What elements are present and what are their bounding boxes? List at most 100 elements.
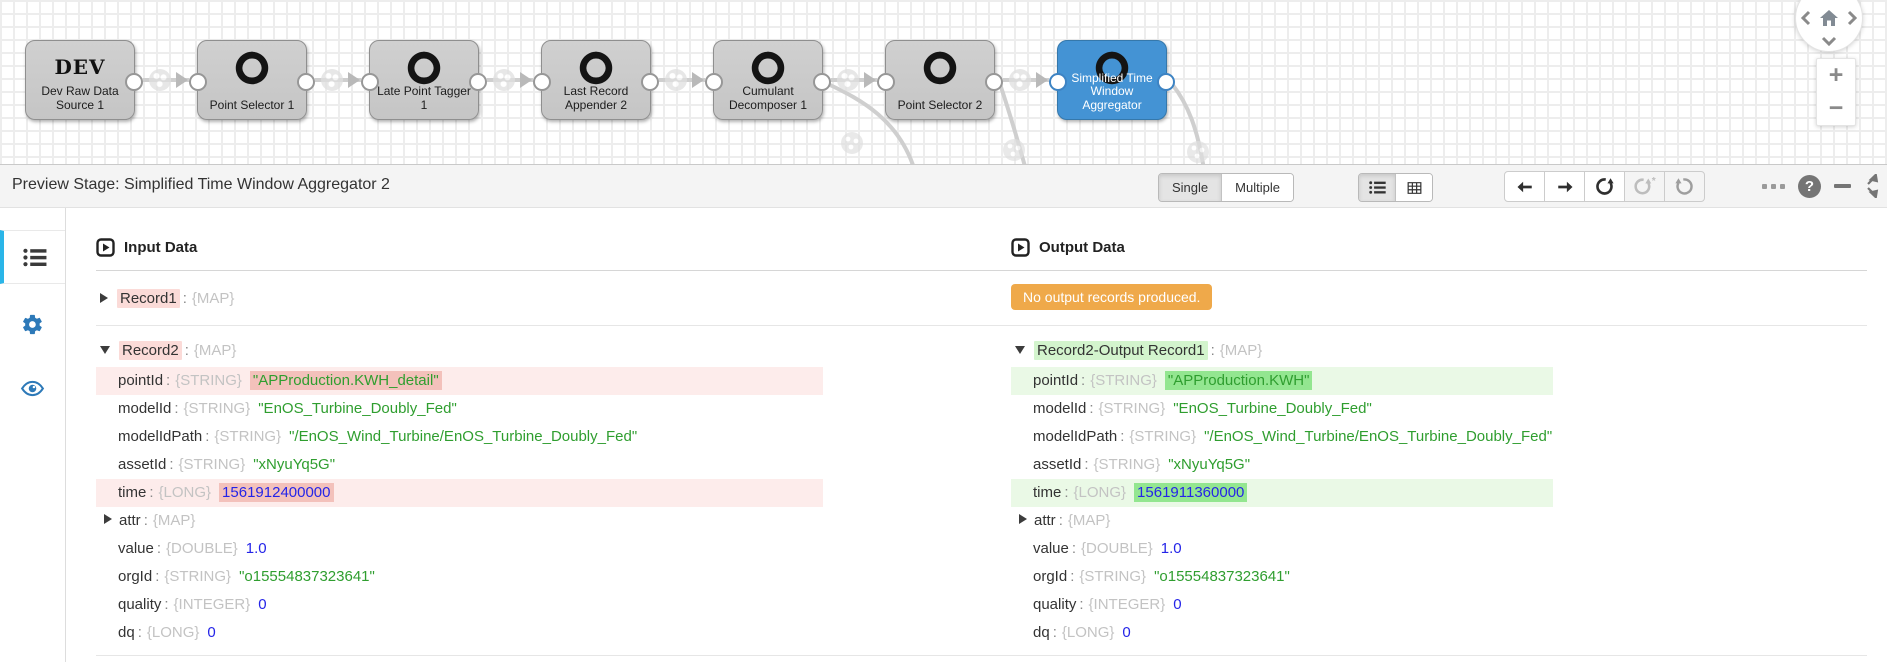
stage-logo-icon: [235, 51, 269, 85]
output-data-header: Output Data: [1011, 238, 1867, 257]
field-name: pointId: [118, 372, 164, 389]
stage-node-cumulant-decomposer-1[interactable]: Cumulant Decomposer 1: [705, 40, 831, 120]
colon: :: [1210, 341, 1215, 359]
input-port: [361, 73, 379, 91]
field-value: 1.0: [1160, 540, 1182, 557]
canvas-pan-control[interactable]: [1795, 0, 1863, 52]
edge-inspect-ball: [1003, 139, 1025, 161]
link-inspect-ball-icon[interactable]: [1009, 69, 1031, 91]
preview-body: Input Data Output Data Record1:{MAP}: [0, 208, 1887, 662]
stage-node-last-record-appender-2[interactable]: Last Record Appender 2: [533, 40, 659, 120]
expand-toggle-icon[interactable]: [104, 514, 112, 524]
link-inspect-ball-icon[interactable]: [321, 69, 343, 91]
field-row-value: value:{DOUBLE}1.0: [1011, 535, 1867, 563]
field-type: {LONG}: [146, 624, 200, 641]
field-name: value: [118, 540, 154, 557]
revert-changes-button[interactable]: [1664, 171, 1705, 202]
output-port: [641, 73, 659, 91]
stage-node-late-point-tagger-1[interactable]: Late Point Tagger 1: [361, 40, 487, 120]
colon: :: [1081, 372, 1086, 389]
stage-node-point-selector-2[interactable]: Point Selector 2: [877, 40, 1003, 120]
output-port: [985, 73, 1003, 91]
pan-left-icon[interactable]: [1801, 10, 1811, 26]
field-name: assetId: [1033, 456, 1082, 473]
input-port: [705, 73, 723, 91]
field-type: {LONG}: [1061, 624, 1115, 641]
field-row-pointid: pointId:{STRING}"APProduction.KWH_detail…: [96, 367, 823, 395]
zoom-in-button[interactable]: +: [1828, 61, 1844, 89]
next-stage-button[interactable]: [1544, 171, 1585, 202]
stage-node-label: Point Selector 1: [209, 98, 295, 113]
field-row-assetid: assetId:{STRING}"xNyuYq5G": [1011, 451, 1867, 479]
output-port: [813, 73, 831, 91]
output-port: [469, 73, 487, 91]
refresh-new-icon: *: [1633, 176, 1655, 195]
multiple-mode-button[interactable]: Multiple: [1222, 174, 1293, 201]
field-name: attr: [1034, 512, 1056, 529]
field-name: assetId: [118, 456, 167, 473]
help-icon[interactable]: ?: [1798, 174, 1821, 198]
field-row-dq: dq:{LONG}0: [96, 619, 981, 647]
field-type: {MAP}: [152, 512, 196, 529]
record-band-2: Record2:{MAP}pointId:{STRING}"APProducti…: [96, 326, 1867, 656]
expand-toggle-icon[interactable]: [1019, 514, 1027, 524]
list-view-button[interactable]: [1359, 174, 1396, 201]
eye-icon: [20, 380, 45, 396]
home-icon[interactable]: [1819, 9, 1839, 27]
link-inspect-ball-icon[interactable]: [149, 69, 171, 91]
record-type: {MAP}: [1219, 341, 1263, 359]
field-name: orgId: [1033, 568, 1068, 585]
link-arrowhead-icon: [692, 72, 704, 88]
colon: :: [137, 624, 142, 641]
pan-right-icon[interactable]: [1847, 10, 1857, 26]
stage-logo-icon: [407, 51, 441, 85]
pan-down-icon[interactable]: [1821, 36, 1837, 46]
collapse-toggle-icon[interactable]: [100, 346, 110, 354]
sidebar-tab-configuration[interactable]: [0, 300, 65, 348]
expand-toggle-icon[interactable]: [100, 293, 108, 303]
field-row-assetid: assetId:{STRING}"xNyuYq5G": [96, 451, 981, 479]
zoom-out-button[interactable]: −: [1828, 94, 1844, 122]
record-name: Record2: [119, 340, 182, 360]
previous-stage-button[interactable]: [1504, 171, 1545, 202]
rerun-with-changes-button[interactable]: *: [1624, 171, 1665, 202]
input-port: [877, 73, 895, 91]
stage-node-simplified-time-window-aggregator[interactable]: Simplified Time Window Aggregator: [1049, 40, 1175, 120]
more-options-icon[interactable]: [1762, 183, 1785, 189]
link-inspect-ball-icon[interactable]: [837, 69, 859, 91]
collapse-toggle-icon[interactable]: [1015, 346, 1025, 354]
sidebar-tab-preview[interactable]: [0, 364, 65, 412]
field-row-time: time:{LONG}1561912400000: [96, 479, 823, 507]
minimize-icon[interactable]: [1834, 184, 1851, 188]
stage-node-point-selector-1[interactable]: Point Selector 1: [189, 40, 315, 120]
expand-panel-icon[interactable]: [1864, 174, 1879, 198]
preview-nav-group[interactable]: *: [1504, 171, 1705, 202]
colon: :: [156, 540, 162, 557]
output-port: [1157, 73, 1175, 91]
zoom-panel[interactable]: + −: [1816, 58, 1856, 126]
stage-logo-icon: [1095, 51, 1129, 85]
output-port: [297, 73, 315, 91]
view-mode-toggle[interactable]: [1358, 173, 1433, 202]
table-view-button[interactable]: [1396, 174, 1432, 201]
field-type: {STRING}: [1079, 568, 1147, 585]
field-row-quality: quality:{INTEGER}0: [1011, 591, 1867, 619]
record-mode-toggle[interactable]: Single Multiple: [1158, 173, 1294, 202]
input-port: [189, 73, 207, 91]
link-inspect-ball-icon[interactable]: [665, 69, 687, 91]
sidebar-tab-records[interactable]: [0, 230, 65, 284]
single-mode-button[interactable]: Single: [1159, 174, 1223, 201]
output-data-title: Output Data: [1039, 239, 1125, 256]
link-arrowhead-icon: [864, 72, 876, 88]
field-row-attr: attr:{MAP}: [1011, 507, 1867, 535]
field-type: {STRING}: [178, 456, 246, 473]
field-value: 0: [258, 596, 267, 613]
field-type: {STRING}: [1098, 400, 1166, 417]
refresh-preview-button[interactable]: [1584, 171, 1625, 202]
record-type: {MAP}: [193, 341, 237, 359]
link-inspect-ball-icon[interactable]: [493, 69, 515, 91]
field-value: "o15554837323641": [239, 568, 375, 585]
